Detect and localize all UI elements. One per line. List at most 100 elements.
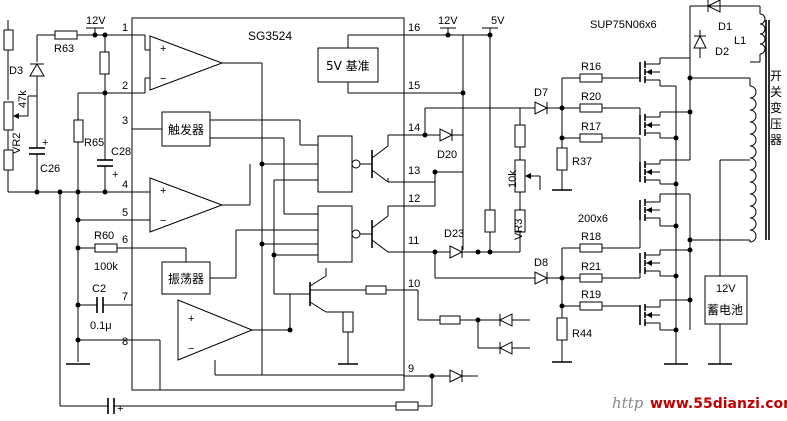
label-r63: R63 xyxy=(54,43,74,55)
pin-2: 2 xyxy=(122,80,128,92)
label-d2: D2 xyxy=(715,46,729,58)
diode-d20 xyxy=(439,128,454,142)
resistor-r63 xyxy=(54,30,78,40)
label-r65: R65 xyxy=(84,137,104,149)
resistor-r21 xyxy=(579,273,603,283)
label-c2: C2 xyxy=(92,283,106,295)
resistor-r17 xyxy=(579,133,603,143)
pin-16: 16 xyxy=(408,22,420,34)
label-c2-value: 0.1μ xyxy=(90,320,112,332)
resistor-r20 xyxy=(579,103,603,113)
pin-14: 14 xyxy=(408,122,420,134)
label-d8: D8 xyxy=(534,257,548,269)
label-d23: D23 xyxy=(444,228,464,240)
svg-text:−: − xyxy=(160,73,166,85)
pin-5: 5 xyxy=(122,207,128,219)
transformer-label: 开关变压器 xyxy=(770,69,782,147)
label-d7: D7 xyxy=(534,87,548,99)
oscillator-label: 振荡器 xyxy=(168,272,204,286)
pin-9: 9 xyxy=(408,363,414,375)
label-r18: R18 xyxy=(581,231,601,243)
error-amp-2 xyxy=(177,299,254,361)
label-r16: R16 xyxy=(581,61,601,73)
pin-13: 13 xyxy=(408,165,420,177)
mosfet-array xyxy=(628,58,661,330)
diode-d3 xyxy=(29,63,45,77)
label-r19: R19 xyxy=(581,289,601,301)
resistor-r16 xyxy=(579,73,603,83)
label-c28: C28 xyxy=(111,146,131,158)
battery-voltage: 12V xyxy=(716,283,736,295)
ic-sg3524-body xyxy=(131,17,405,391)
watermark-site: www.55dianzi.com xyxy=(650,396,787,412)
inductor-l1 xyxy=(759,13,766,55)
pin-8: 8 xyxy=(122,336,128,348)
svg-text:+: + xyxy=(42,137,48,149)
pin-10: 10 xyxy=(408,278,420,290)
gate-b xyxy=(317,205,353,263)
label-r60: R60 xyxy=(94,230,114,242)
label-r21: R21 xyxy=(581,261,601,273)
svg-text:−: − xyxy=(188,343,194,355)
resistor-r44 xyxy=(556,317,568,341)
mosfet-2 xyxy=(628,107,661,138)
diode-d2 xyxy=(693,34,707,49)
pin-3: 3 xyxy=(122,115,128,127)
resistor-r65 xyxy=(73,119,84,143)
svg-text:−: − xyxy=(160,215,166,227)
label-r17: R17 xyxy=(581,121,601,133)
label-r44: R44 xyxy=(572,328,592,340)
resistor-r60 xyxy=(94,243,118,253)
supply-12v-left: 12V xyxy=(86,15,106,27)
resistor-r18 xyxy=(579,243,603,253)
watermark-prefix: http xyxy=(612,394,644,412)
mosfet-5 xyxy=(628,250,661,279)
svg-text:+: + xyxy=(188,313,194,325)
ic-name: SG3524 xyxy=(248,29,292,43)
svg-text:+: + xyxy=(117,403,123,415)
supply-5v: 5V xyxy=(491,15,505,27)
pin-4: 4 xyxy=(122,179,128,191)
mosfet-3 xyxy=(628,137,661,184)
mosfet-4 xyxy=(628,194,661,249)
current-limit-amp xyxy=(149,177,224,233)
transformer-primary xyxy=(749,85,757,243)
pin-15: 15 xyxy=(408,80,420,92)
label-r20: R20 xyxy=(581,91,601,103)
label-l1: L1 xyxy=(734,35,746,47)
label-r37: R37 xyxy=(572,156,592,168)
label-res-array: 200x6 xyxy=(578,213,608,225)
pin-7: 7 xyxy=(122,291,128,303)
trigger-label: 触发器 xyxy=(168,122,204,137)
transformer-label-text: 开关变压器 xyxy=(770,69,782,147)
svg-text:+: + xyxy=(112,169,118,181)
diode-d8 xyxy=(534,271,549,285)
pin-6: 6 xyxy=(122,234,128,246)
label-d20: D20 xyxy=(437,149,457,161)
pin-11: 11 xyxy=(408,235,419,247)
svg-text:+: + xyxy=(160,43,166,55)
potentiometer-vr2 xyxy=(3,101,14,131)
battery-12v xyxy=(704,275,748,325)
diode-d7 xyxy=(534,101,549,115)
gate-a xyxy=(317,135,353,193)
label-vr3: VR3 xyxy=(513,219,525,240)
supply-12v-right: 12V xyxy=(438,15,458,27)
svg-text:+: + xyxy=(160,185,166,197)
label-vr2: VR2 xyxy=(11,133,23,154)
pin-1: 1 xyxy=(122,22,128,34)
pin-12: 12 xyxy=(408,193,420,205)
diode-d23 xyxy=(449,245,464,259)
label-d3: D3 xyxy=(9,65,23,77)
resistor-r37 xyxy=(556,147,568,171)
label-vr3-value: 10k xyxy=(507,170,519,188)
diode-d1 xyxy=(706,0,721,13)
mosfet-6 xyxy=(628,300,661,330)
error-amp-1 xyxy=(149,35,224,91)
battery-label: 蓄电池 xyxy=(707,303,743,317)
resistor-r19 xyxy=(579,301,603,311)
label-vr2-value: 47k xyxy=(17,90,29,108)
label-c26: C26 xyxy=(40,163,60,175)
